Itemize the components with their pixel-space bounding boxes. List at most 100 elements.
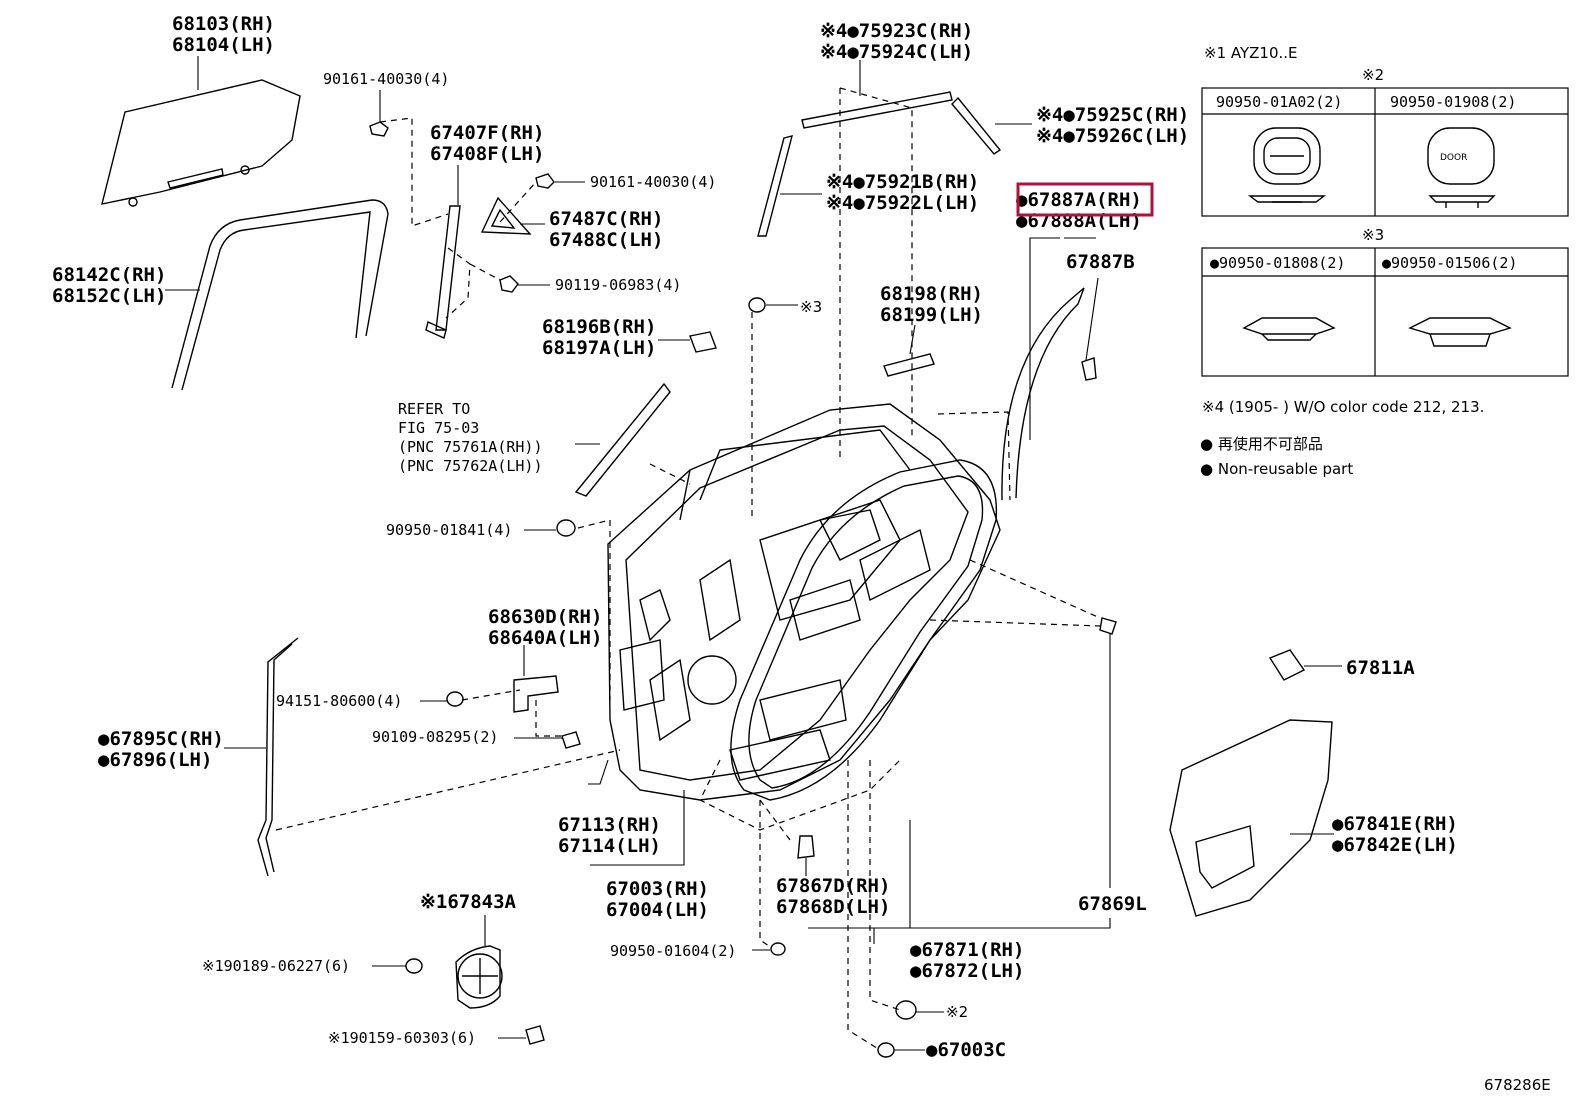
figure-id: 678286E (1484, 1076, 1551, 1094)
label-67407[interactable]: 67407F(RH) (430, 122, 544, 144)
label-94151[interactable]: 94151-80600(4) (276, 692, 402, 710)
label-75921[interactable]: ※4●75921B(RH) (826, 171, 979, 193)
legend-group3-box (1201, 247, 1569, 377)
label-90161-top[interactable]: 90161-40030(4) (323, 70, 449, 88)
hinge-bracket-part (883, 324, 935, 377)
label-67003[interactable]: 67003(RH) (606, 878, 709, 900)
label-67408[interactable]: 67408F(LH) (430, 143, 544, 165)
label-67114[interactable]: 67114(LH) (558, 835, 661, 857)
label-67842[interactable]: ●67842E(LH) (1332, 834, 1458, 856)
rear-door-panel-part (607, 403, 1001, 801)
label-90159[interactable]: ※190159-60303(6) (328, 1029, 476, 1047)
label-68142[interactable]: 68142C(RH) (52, 264, 166, 286)
label-68104[interactable]: 68104(LH) (172, 34, 275, 56)
service-hole-cover-part (1169, 719, 1334, 917)
bolt-90119 (499, 275, 550, 293)
label-67888[interactable]: ●67888A(LH) (1016, 210, 1142, 232)
clip-3-part (748, 297, 798, 313)
label-68199[interactable]: 68199(LH) (880, 304, 983, 326)
legend-group3-title: ※3 (1362, 226, 1384, 244)
label-90189[interactable]: ※190189-06227(6) (202, 957, 350, 975)
label-67841[interactable]: ●67841E(RH) (1332, 813, 1458, 835)
label-90161-mid[interactable]: 90161-40030(4) (590, 173, 716, 191)
clip-67869-part (1099, 617, 1117, 888)
label-90119[interactable]: 90119-06983(4) (555, 276, 681, 294)
label-75922[interactable]: ※4●75922L(LH) (826, 192, 979, 214)
sash-garnish-part (574, 382, 671, 497)
label-refer-2: FIG 75-03 (398, 419, 479, 437)
label-68103[interactable]: 68103(RH) (172, 13, 275, 35)
label-67113[interactable]: 67113(RH) (558, 814, 661, 836)
label-67896[interactable]: ●67896(LH) (98, 749, 212, 771)
label-67867[interactable]: 67867D(RH) (776, 875, 890, 897)
clip-67867-part (797, 835, 815, 876)
label-67811[interactable]: 67811A (1346, 657, 1415, 679)
label-refer-3[interactable]: (PNC 75761A(RH)) (398, 438, 543, 456)
legend-group2-box (1201, 87, 1569, 217)
legend-group2-title: ※2 (1362, 66, 1384, 84)
label-67887b[interactable]: 67887B (1066, 251, 1135, 273)
plug-b-icon (1408, 317, 1512, 347)
grommet-door-label: DOOR (1440, 153, 1467, 163)
label-67871[interactable]: ●67871(RH) (910, 939, 1024, 961)
label-68152[interactable]: 68152C(LH) (52, 285, 166, 307)
screw-90189 (372, 958, 423, 974)
label-67887a[interactable]: ●67887A(RH) (1016, 189, 1142, 211)
part-number-labels: 68103(RH) 68104(LH) 90161-40030(4) 67407… (52, 13, 1458, 1061)
label-75924[interactable]: ※4●75924C(LH) (820, 41, 973, 63)
label-67895[interactable]: ●67895C(RH) (98, 728, 224, 750)
label-67869[interactable]: 67869L (1078, 893, 1147, 915)
label-75923[interactable]: ※4●75923C(RH) (820, 20, 973, 42)
legend-group2-a[interactable]: 90950-01A02(2) (1216, 93, 1342, 111)
label-68197[interactable]: 68197A(LH) (542, 337, 656, 359)
label-67003c[interactable]: ●67003C (926, 1039, 1006, 1061)
door-weatherstrip-part (1001, 237, 1099, 501)
nut-94151 (420, 691, 464, 707)
label-68198[interactable]: 68198(RH) (880, 283, 983, 305)
legend-note-4: ※4 (1905- ) W/O color code 212, 213. (1202, 398, 1484, 416)
label-90950-841[interactable]: 90950-01841(4) (386, 521, 512, 539)
label-clip-3[interactable]: ※3 (800, 298, 822, 316)
label-refer-4[interactable]: (PNC 75762A(LH)) (398, 457, 543, 475)
label-90109[interactable]: 90109-08295(2) (372, 728, 498, 746)
door-hinge-part (513, 645, 559, 713)
grommet-a-icon (1247, 127, 1327, 203)
legend-panel: ※1 AYZ10..E ※2 90950-01A02(2) 90950-0190… (1200, 44, 1569, 478)
legend-nonreuse-jp: ● 再使用不可部品 (1200, 435, 1323, 453)
legend-note-1: ※1 AYZ10..E (1204, 44, 1298, 62)
door-glass-part (101, 56, 301, 207)
label-68196[interactable]: 68196B(RH) (542, 316, 656, 338)
label-68630[interactable]: 68630D(RH) (488, 606, 602, 628)
door-stopper-part (658, 331, 717, 353)
label-67868[interactable]: 67868D(LH) (776, 896, 890, 918)
belt-moulding-part (224, 637, 299, 877)
label-67487[interactable]: 67487C(RH) (549, 208, 663, 230)
label-refer-1: REFER TO (398, 400, 470, 418)
label-clip-2[interactable]: ※2 (946, 1003, 968, 1021)
door-opening-weatherstrip-part (730, 459, 998, 801)
highlight-box-67887a (1016, 182, 1154, 217)
label-75926[interactable]: ※4●75926C(LH) (1036, 125, 1189, 147)
grommet-door-icon: DOOR (1427, 127, 1496, 208)
label-67843[interactable]: ※167843A (420, 891, 517, 913)
plug-67003c-part (877, 1042, 925, 1058)
label-67872[interactable]: ●67872(LH) (910, 960, 1024, 982)
screw-90159 (498, 1025, 545, 1045)
washer-90950-841 (524, 519, 576, 537)
bolt-90109 (514, 731, 581, 749)
legend-group3-a[interactable]: ●90950-01808(2) (1210, 254, 1345, 272)
label-67004[interactable]: 67004(LH) (606, 899, 709, 921)
plug-2-part (895, 1000, 944, 1020)
division-bar-part (425, 165, 461, 339)
label-90950-604[interactable]: 90950-01604(2) (610, 942, 736, 960)
legend-nonreuse-en: ● Non-reusable part (1200, 460, 1353, 478)
label-67488[interactable]: 67488C(LH) (549, 229, 663, 251)
washer-90950-604 (752, 942, 786, 956)
legend-group3-b[interactable]: ●90950-01506(2) (1382, 254, 1517, 272)
label-75925[interactable]: ※4●75925C(RH) (1036, 104, 1189, 126)
legend-group2-b[interactable]: 90950-01908(2) (1390, 93, 1516, 111)
glass-run-channel-part (165, 199, 389, 391)
label-68640[interactable]: 68640A(LH) (488, 627, 602, 649)
